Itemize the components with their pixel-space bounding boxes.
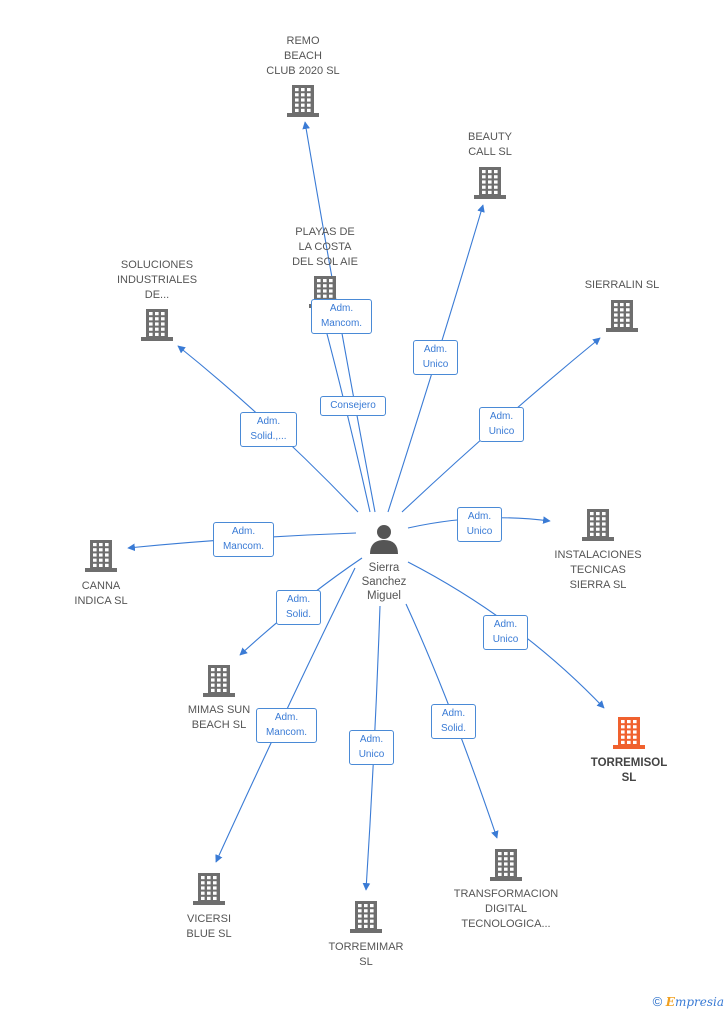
copyright-symbol: © xyxy=(652,994,663,1009)
role-badge-torremimar: Adm. Unico xyxy=(349,730,394,765)
company-label-torremisol[interactable]: TORREMISOL SL xyxy=(590,757,668,784)
company-label-transformacion[interactable]: TRANSFORMACION DIGITAL TECNOLOGICA... xyxy=(453,888,559,930)
company-label-beauty[interactable]: BEAUTY CALL SL xyxy=(467,131,512,158)
role-badge-playas: Adm. Mancom. xyxy=(311,299,372,334)
role-badge-canna: Adm. Mancom. xyxy=(213,522,274,557)
company-label-sierralin[interactable]: SIERRALIN SL xyxy=(584,279,660,291)
person-name[interactable]: Sierra Sanchez Miguel xyxy=(361,562,407,602)
person-icon[interactable] xyxy=(370,525,398,554)
building-icon-sierralin[interactable] xyxy=(606,300,638,332)
building-icon-transformacion[interactable] xyxy=(490,849,522,881)
building-icon-vicersi[interactable] xyxy=(193,873,225,905)
building-icon-instalaciones[interactable] xyxy=(582,509,614,541)
building-icon-torremisol[interactable] xyxy=(613,717,645,749)
icons-layer xyxy=(85,85,645,933)
role-badge-vicersi: Adm. Mancom. xyxy=(256,708,317,743)
building-icon-mimas[interactable] xyxy=(203,665,235,697)
company-label-mimas[interactable]: MIMAS SUN BEACH SL xyxy=(187,704,251,731)
building-icon-beauty[interactable] xyxy=(474,167,506,199)
building-icon-canna[interactable] xyxy=(85,540,117,572)
role-badge-remo: Consejero xyxy=(320,396,386,416)
company-label-playas[interactable]: PLAYAS DE LA COSTA DEL SOL AIE xyxy=(292,226,358,268)
copyright-notice: © Empresia xyxy=(653,994,724,1009)
company-label-soluciones[interactable]: SOLUCIONES INDUSTRIALES DE... xyxy=(116,259,198,301)
edge-vicersi xyxy=(215,567,356,863)
role-badge-instalaciones: Adm. Unico xyxy=(457,507,502,542)
role-badge-transformacion: Adm. Solid. xyxy=(431,704,476,739)
brand-initial: E xyxy=(665,995,675,1009)
building-icon-remo[interactable] xyxy=(287,85,319,117)
brand-logo: Empresia xyxy=(666,995,724,1009)
role-badge-sierralin: Adm. Unico xyxy=(479,407,524,442)
role-badge-beauty: Adm. Unico xyxy=(413,340,458,375)
company-label-vicersi[interactable]: VICERSI BLUE SL xyxy=(186,913,232,940)
role-badge-soluciones: Adm. Solid.,... xyxy=(240,412,297,447)
company-label-instalaciones[interactable]: INSTALACIONES TECNICAS SIERRA SL xyxy=(554,549,642,591)
role-badge-torremisol: Adm. Unico xyxy=(483,615,528,650)
brand-name: mpresia xyxy=(674,995,724,1009)
company-label-torremimar[interactable]: TORREMIMAR SL xyxy=(328,941,404,968)
building-icon-torremimar[interactable] xyxy=(350,901,382,933)
company-label-canna[interactable]: CANNA INDICA SL xyxy=(74,580,128,607)
role-badge-mimas: Adm. Solid. xyxy=(276,590,321,625)
building-icon-soluciones[interactable] xyxy=(141,309,173,341)
company-label-remo[interactable]: REMO BEACH CLUB 2020 SL xyxy=(266,35,340,77)
